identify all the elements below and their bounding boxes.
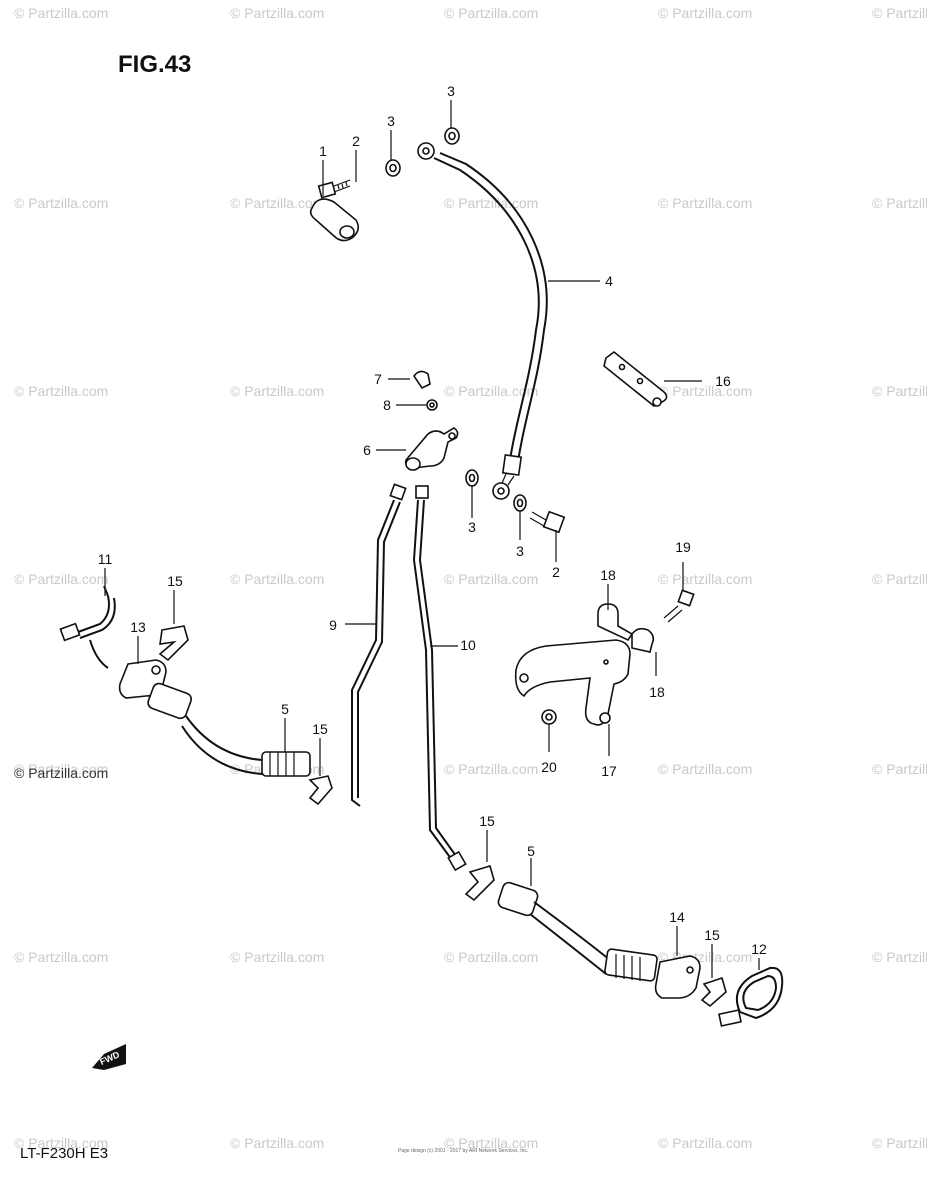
callout-15[interactable]: 15 [479, 813, 495, 829]
callout-7[interactable]: 7 [374, 371, 382, 387]
callout-3[interactable]: 3 [516, 543, 524, 559]
watermark-text: © Partzilla.com [14, 195, 108, 211]
callout-3[interactable]: 3 [387, 113, 395, 129]
part-19-bolt[interactable] [663, 589, 695, 623]
part-6-joint[interactable] [404, 427, 459, 471]
watermark-text: © Partzilla.com [444, 1135, 538, 1151]
callout-13[interactable]: 13 [130, 619, 146, 635]
callout-17[interactable]: 17 [601, 763, 617, 779]
callout-5[interactable]: 5 [281, 701, 289, 717]
watermark-text: © Partzilla.com [14, 949, 108, 965]
watermark-text: © Partzilla.com [872, 1135, 927, 1151]
fwd-arrow-icon: FWD [92, 1044, 126, 1070]
callout-15[interactable]: 15 [312, 721, 328, 737]
watermark-text: © Partzilla.com [658, 761, 752, 777]
part-18-clamp-a[interactable] [597, 603, 634, 642]
callout-18[interactable]: 18 [649, 684, 665, 700]
watermark-text: © Partzilla.com [872, 195, 927, 211]
watermark-text: © Partzilla.com [444, 383, 538, 399]
part-3-washer-a[interactable] [385, 159, 401, 177]
copyright-text: Page design (c) 2001 - 2017 by ARI Netwo… [398, 1148, 528, 1154]
part-4-brake-hose[interactable] [417, 142, 548, 500]
part-11-pipe[interactable] [59, 585, 116, 669]
figure-title: FIG.43 [118, 51, 191, 78]
watermark-text: © Partzilla.com [14, 1135, 108, 1151]
part-2-bolt-bottom[interactable] [529, 510, 566, 534]
watermark-text: © Partzilla.com [872, 383, 927, 399]
callout-2[interactable]: 2 [352, 133, 360, 149]
part-5-hose-right[interactable] [497, 881, 658, 982]
part-15-clip-left-bottom[interactable] [308, 775, 333, 806]
watermark-text-dark: © Partzilla.com [14, 765, 108, 781]
leader-lines [104, 100, 760, 978]
watermark-text: © Partzilla.com [658, 195, 752, 211]
callout-6[interactable]: 6 [363, 442, 371, 458]
callout-1[interactable]: 1 [319, 143, 327, 159]
part-5-hose-left[interactable] [146, 682, 311, 777]
callout-20[interactable]: 20 [541, 759, 557, 775]
callout-9[interactable]: 9 [329, 617, 337, 633]
callout-14[interactable]: 14 [669, 909, 685, 925]
watermark-text: © Partzilla.com [658, 571, 752, 587]
part-3-washer-c[interactable] [465, 469, 479, 487]
watermark-text: © Partzilla.com [444, 761, 538, 777]
watermark-text: © Partzilla.com [14, 383, 108, 399]
part-12-pipe[interactable] [718, 966, 784, 1027]
part-20-nut[interactable] [541, 709, 557, 725]
watermark-text: © Partzilla.com [230, 571, 324, 587]
callout-10[interactable]: 10 [460, 637, 476, 653]
watermark-text: © Partzilla.com [230, 949, 324, 965]
callout-5[interactable]: 5 [527, 843, 535, 859]
watermark-text: © Partzilla.com [872, 761, 927, 777]
callout-8[interactable]: 8 [383, 397, 391, 413]
watermark-text: © Partzilla.com [872, 949, 927, 965]
callout-11[interactable]: 11 [98, 551, 113, 567]
watermark-text: © Partzilla.com [444, 195, 538, 211]
watermark-text: © Partzilla.com [658, 1135, 752, 1151]
watermark-layer: © Partzilla.com © Partzilla.com © Partzill… [14, 5, 927, 1151]
part-8-washer[interactable] [426, 399, 438, 411]
part-15-clip-left-top[interactable] [158, 625, 189, 662]
watermark-text: © Partzilla.com [444, 5, 538, 21]
callout-19[interactable]: 19 [675, 539, 691, 555]
watermark-text: © Partzilla.com [14, 761, 108, 777]
part-17-bracket[interactable] [514, 639, 631, 726]
watermark-text: © Partzilla.com [658, 383, 752, 399]
callout-2[interactable]: 2 [552, 564, 560, 580]
watermark-text: © Partzilla.com [14, 5, 108, 21]
watermark-text: © Partzilla.com [444, 949, 538, 965]
part-18-clamp-b[interactable] [631, 627, 655, 653]
watermark-text: © Partzilla.com [230, 1135, 324, 1151]
callout-16[interactable]: 16 [715, 373, 731, 389]
part-14-bracket[interactable] [654, 955, 701, 999]
part-3-washer-d[interactable] [513, 494, 527, 512]
part-1-cap[interactable] [309, 198, 360, 242]
part-3-washer-b[interactable] [444, 127, 460, 145]
watermark-text: © Partzilla.com [230, 5, 324, 21]
watermark-text: © Partzilla.com [872, 5, 927, 21]
callout-15[interactable]: 15 [704, 927, 720, 943]
watermark-text: © Partzilla.com [230, 383, 324, 399]
callout-12[interactable]: 12 [751, 941, 767, 957]
part-16-bracket[interactable] [603, 350, 668, 407]
watermark-text: © Partzilla.com [444, 571, 538, 587]
watermark-text: © Partzilla.com [14, 571, 108, 587]
part-15-clip-right-bottom[interactable] [700, 976, 727, 1008]
part-9-brake-pipe[interactable] [351, 483, 407, 807]
callout-3[interactable]: 3 [468, 519, 476, 535]
watermark-text: © Partzilla.com [658, 5, 752, 21]
part-7-bolt[interactable] [413, 370, 431, 390]
callout-4[interactable]: 4 [605, 273, 613, 289]
callout-18[interactable]: 18 [600, 567, 616, 583]
watermark-text: © Partzilla.com [872, 571, 927, 587]
watermark-text: © Partzilla.com [230, 195, 324, 211]
callout-3[interactable]: 3 [447, 83, 455, 99]
part-15-clip-right-top[interactable] [464, 865, 495, 902]
part-10-brake-pipe[interactable] [412, 485, 467, 872]
model-label: LT-F230H E3 [20, 1145, 108, 1162]
callout-15[interactable]: 15 [167, 573, 183, 589]
